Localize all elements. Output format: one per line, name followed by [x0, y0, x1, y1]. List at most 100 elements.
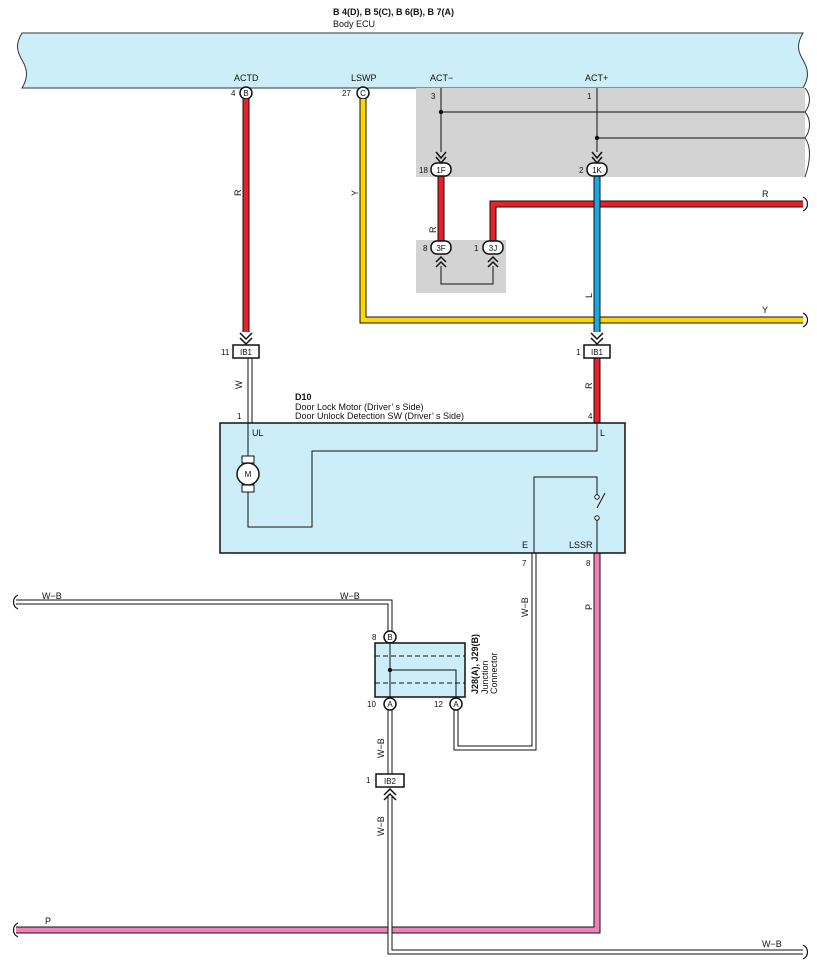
arrow-3f-3j [435, 255, 499, 268]
terminal-lswp: LSWP [351, 73, 377, 83]
motor-term-ul: UL [252, 428, 264, 438]
jconn-line2: Connector [489, 652, 499, 694]
jlabel-ib1-right: IB1 [591, 348, 604, 357]
motor-brush-top [241, 455, 255, 464]
body-ecu-panel [17, 32, 808, 89]
pin-3j: 1 [474, 244, 479, 253]
jconn-circle-br [449, 697, 463, 711]
motor-brush-bottom [241, 484, 255, 493]
jlabel-1k: 1K [592, 166, 602, 175]
jlabel-ib1-left: IB1 [240, 348, 253, 357]
jconn-splice [387, 667, 393, 673]
wire-label-wb-top-mid: W−B [340, 591, 360, 601]
pin-1f: 18 [419, 166, 428, 175]
motor-line1: Door Lock Motor (Driver’ s Side) [295, 402, 424, 412]
motor-pin-lssr: 8 [586, 559, 591, 568]
jbox-ib2 [375, 773, 405, 788]
motor-box [219, 422, 626, 554]
motor-pin-ul: 1 [237, 412, 242, 421]
pin-1k: 2 [579, 166, 584, 175]
wire-label-wb-e: W−B [520, 597, 530, 617]
gray-edge-breaks [804, 87, 810, 178]
pin-3f: 8 [423, 244, 428, 253]
wire-wb-top [16, 599, 393, 632]
wire-label-p: P [584, 604, 594, 610]
wire-label-w: W [234, 380, 244, 389]
jlabel-3j: 3J [489, 244, 497, 253]
jbox-1f [430, 162, 452, 177]
motor-symbol-label: M [245, 470, 252, 479]
motor-pin-l: 4 [588, 412, 593, 421]
wire-p-lssr [16, 553, 601, 934]
splice-act-minus [438, 109, 444, 115]
jbox-ib1-right [583, 344, 611, 359]
jconn-circle-bl [383, 697, 397, 711]
wire-label-y-right: Y [762, 305, 768, 315]
ecu-connectors: B 4(D), B 5(C), B 6(B), B 7(A) [333, 7, 454, 17]
pin-ib1-right: 1 [576, 348, 581, 357]
motor-internal-wiring [247, 423, 606, 553]
wire-label-actd: R [233, 189, 243, 196]
jconn-letter-bl: A [387, 700, 393, 709]
wire-label-r-right: R [762, 189, 769, 199]
wire-y-lswp [359, 99, 803, 324]
jconn-pin-bl: 10 [367, 700, 376, 709]
jconn-internal [375, 643, 465, 697]
wire-label-r-motor: R [584, 382, 594, 389]
jconn-letter-top: B [387, 633, 392, 642]
jconn-pin-top: 8 [372, 633, 377, 642]
pin-actd: 4 [231, 89, 236, 98]
wire-label-p-bottom: P [45, 916, 51, 926]
jbox-1k [586, 162, 608, 177]
wire-label-jumper: R [428, 226, 438, 233]
motor-term-e: E [522, 540, 528, 550]
motor-line2: Door Unlock Detection SW (Driver’ s Side… [295, 411, 464, 421]
jconn-title: J28(A), J29(B) [470, 634, 480, 694]
wire-label-wb-top-left: W−B [42, 591, 62, 601]
pin-ib1-left: 11 [221, 348, 230, 357]
wire-label-lswp: Y [350, 190, 360, 196]
pin-ib2: 1 [366, 776, 371, 785]
wire-label-wb-vert1: W−B [376, 738, 386, 758]
jbox-ib1-left [232, 344, 260, 359]
switch-contact-bottom [594, 515, 600, 521]
arrow-ib1-left [239, 332, 253, 346]
jlabel-3f: 3F [436, 244, 445, 253]
jconn-line1: Junction [480, 660, 490, 694]
wire-wb-e [453, 553, 537, 751]
arrow-ib1-right [590, 332, 604, 346]
gray-area-act [416, 88, 805, 177]
motor-term-l: L [600, 428, 605, 438]
terminal-act-minus: ACT− [430, 73, 453, 83]
conn-letter-lswp: C [360, 89, 366, 98]
jlabel-1f: 1F [436, 166, 445, 175]
pin-act-minus: 3 [431, 92, 436, 101]
jbox-3f [430, 240, 452, 255]
pin-lswp: 27 [342, 89, 351, 98]
jconn-pin-br: 12 [434, 700, 443, 709]
motor-id: D10 [295, 392, 312, 402]
pin-act-plus: 1 [587, 92, 592, 101]
motor-pin-e: 7 [522, 559, 527, 568]
wire-label-wb-bottom: W−B [762, 939, 782, 949]
splice-act-plus [594, 135, 600, 141]
jlabel-ib2: IB2 [384, 777, 397, 786]
wire-break-ends [12, 196, 809, 960]
switch-contact-top [594, 494, 600, 500]
wire-wb-ib2-bottom [387, 796, 803, 955]
wire-label-wb-vert2: W−B [376, 816, 386, 836]
jumper-3f-3j [440, 266, 494, 285]
ecu-name: Body ECU [333, 19, 375, 29]
terminal-act-plus: ACT+ [585, 73, 608, 83]
act-internal-lines [440, 88, 805, 152]
jbox-3j [482, 240, 504, 255]
arrow-ib2 [383, 787, 397, 801]
motor-symbol [236, 462, 260, 486]
conn-letter-actd: B [243, 89, 248, 98]
terminal-actd: ACTD [234, 73, 259, 83]
wire-r-3j-right [489, 200, 803, 241]
wire-label-l: L [584, 293, 594, 298]
motor-term-lssr: LSSR [569, 540, 593, 550]
jconn-letter-br: A [453, 700, 459, 709]
